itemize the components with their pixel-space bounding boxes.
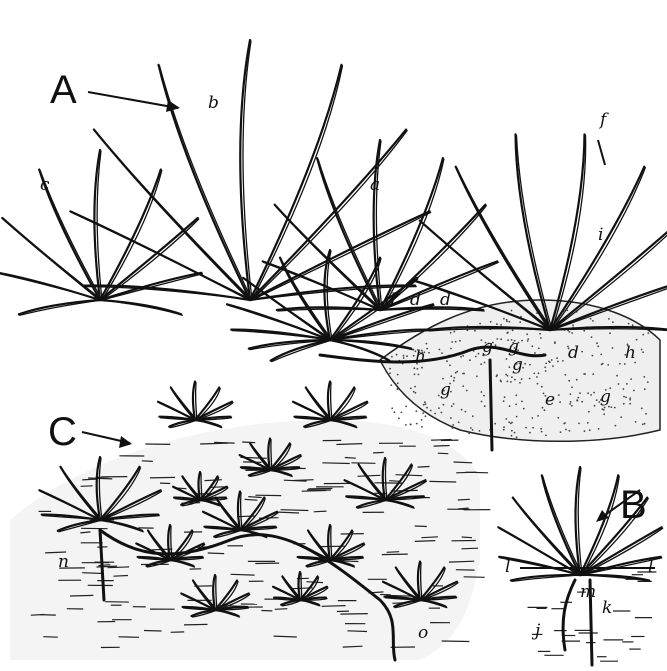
label-d-2: d (410, 290, 421, 310)
label-e: e (545, 390, 555, 410)
label-g-4: g (440, 380, 451, 400)
figure-label-c: C (48, 410, 77, 454)
label-m: m (580, 582, 596, 602)
figure-label-a: A (50, 68, 77, 112)
label-g-3: g (512, 355, 523, 375)
figure-label-b: B (620, 483, 647, 527)
label-g-2: g (508, 337, 519, 357)
label-k: k (602, 598, 612, 618)
rosette-c-1 (158, 382, 233, 428)
label-d-4: d (568, 343, 579, 363)
label-h-2: h (625, 343, 636, 363)
label-d-1: d (385, 290, 396, 310)
label-c: c (40, 175, 50, 195)
label-o: o (418, 623, 428, 643)
label-h-1: h (415, 347, 426, 367)
label-n: n (58, 552, 69, 572)
label-l-2: l (648, 557, 653, 577)
label-i: i (598, 225, 603, 245)
label-f-top: f (598, 110, 609, 130)
label-g-5: g (600, 387, 611, 407)
label-g-1: g (482, 337, 493, 357)
label-b: b (208, 93, 219, 113)
label-j: j (531, 621, 541, 641)
label-d-3: d (440, 290, 451, 310)
label-a: a (370, 175, 380, 195)
label-l-1: l (505, 557, 510, 577)
